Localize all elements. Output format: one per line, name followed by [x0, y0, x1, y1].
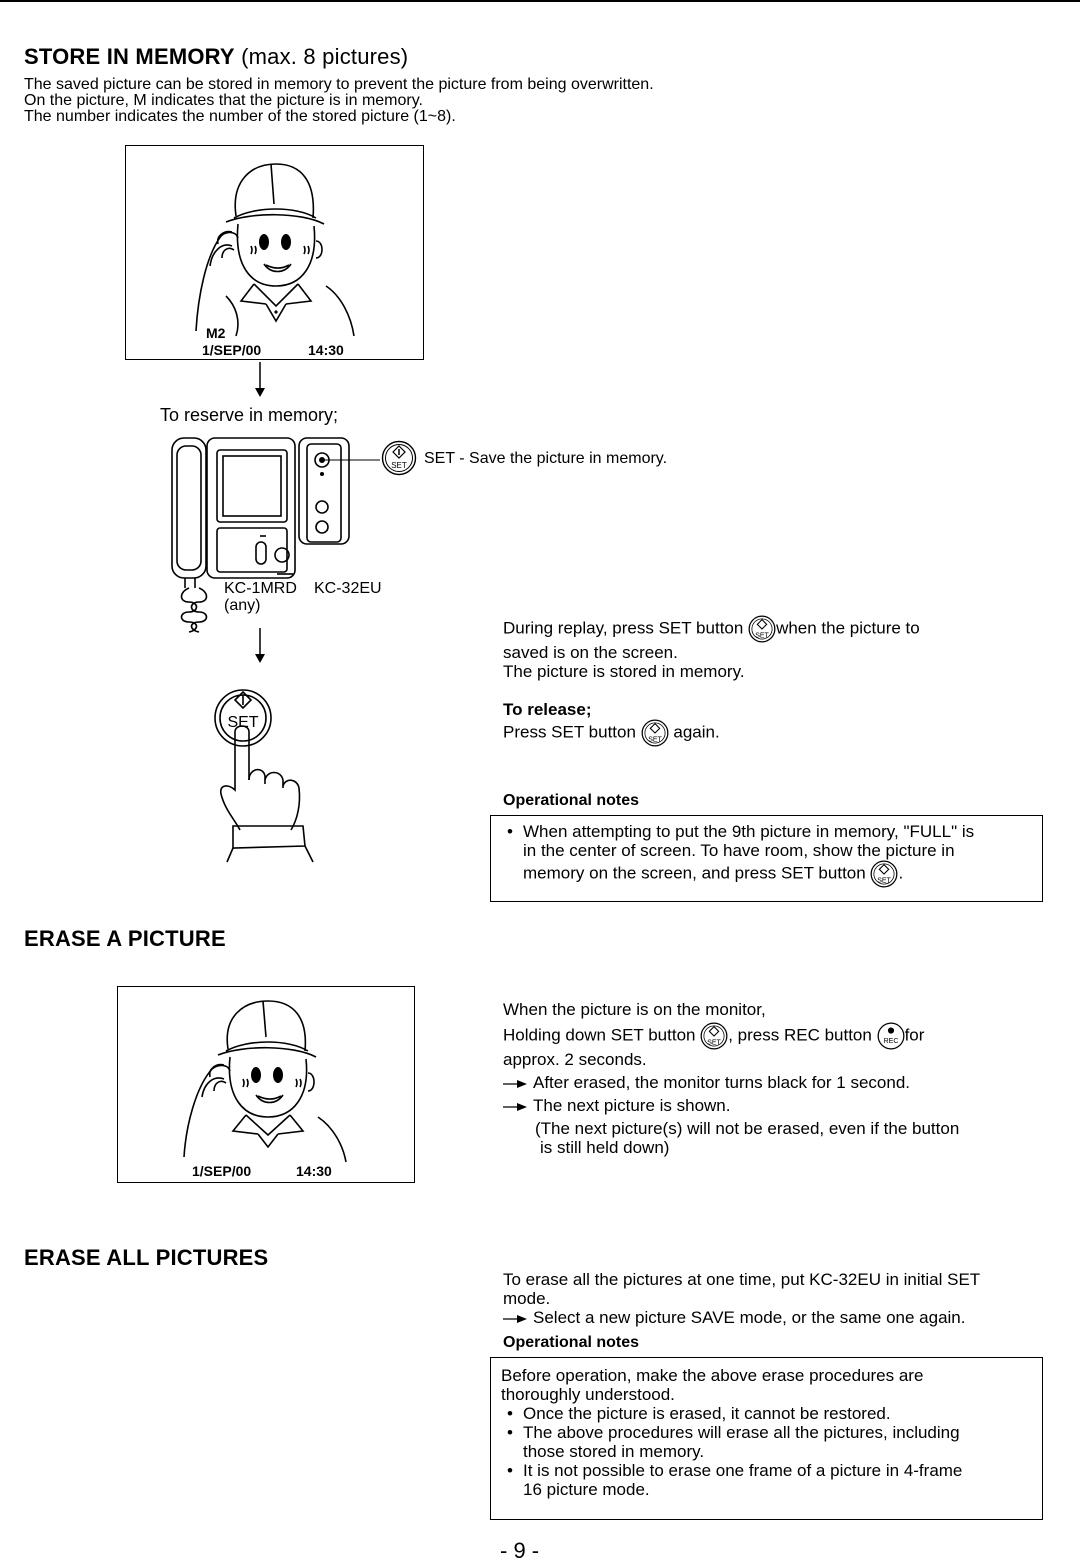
set-button-icon: SET	[381, 440, 417, 476]
boy-illustration	[183, 1000, 347, 1163]
screen-date: 1/SEP/00	[202, 342, 262, 358]
rec-button-icon: REC	[877, 1022, 905, 1050]
set-button-icon: SET	[748, 615, 776, 643]
note-line: those stored in memory.	[523, 1442, 705, 1461]
reserve-label: To reserve in memory;	[160, 405, 339, 425]
erase-one-step: (The next picture(s) will not be erased,…	[535, 1119, 960, 1138]
note-line: in the center of screen. To have room, s…	[523, 841, 955, 860]
section-title-erase-all: ERASE ALL PICTURES	[24, 1245, 269, 1270]
erase-all-line: To erase all the pictures at one time, p…	[503, 1270, 981, 1289]
set-button-icon: SET	[870, 860, 898, 888]
down-arrow	[255, 362, 265, 397]
boy-illustration	[195, 163, 355, 337]
screen-time: 14:30	[308, 342, 344, 358]
notes-title: Operational notes	[503, 1334, 640, 1351]
note-line: It is not possible to erase one frame of…	[523, 1461, 963, 1480]
note-line-end: .	[898, 863, 904, 883]
note-bullet: The above procedures will erase all the …	[501, 1423, 1032, 1461]
erase-one-instructions: When the picture is on the monitor, Hold…	[503, 1000, 1043, 1157]
notes-title: Operational notes	[503, 792, 640, 809]
erase-one-line: Holding down SET button	[503, 1025, 696, 1045]
set-button-icon: SET	[700, 1022, 728, 1050]
erase-one-line: , press REC button	[728, 1025, 872, 1045]
erase-one-line: for	[904, 1025, 925, 1045]
erase-one-step: After erased, the monitor turns black fo…	[533, 1073, 911, 1092]
set-callout-text: SET - Save the picture in memory.	[424, 450, 668, 467]
erase-all-instructions: To erase all the pictures at one time, p…	[503, 1270, 1063, 1327]
intro-line: The saved picture can be stored in memor…	[24, 76, 654, 93]
top-rule	[0, 0, 1080, 2]
intro-line: The number indicates the number of the s…	[24, 108, 456, 125]
svg-text:SET: SET	[391, 461, 407, 470]
notes-box-erase-all: Before operation, make the above erase p…	[490, 1357, 1043, 1520]
svg-text:REC: REC	[883, 1038, 898, 1045]
note-line: When attempting to put the 9th picture i…	[523, 822, 975, 841]
erase-one-step: is still held down)	[540, 1138, 670, 1157]
store-intro: The saved picture can be stored in memor…	[24, 77, 1024, 125]
note-bullet: When attempting to put the 9th picture i…	[501, 822, 1032, 888]
intercom-device-illustration	[171, 437, 380, 633]
down-arrow	[255, 628, 265, 663]
replay-text: The picture is stored in memory.	[503, 662, 745, 681]
right-arrow-icon	[503, 1079, 527, 1089]
store-title: STORE IN MEMORY	[24, 44, 235, 69]
section-title-erase-one: ERASE A PICTURE	[24, 926, 226, 951]
set-button-icon: SET	[641, 719, 669, 747]
release-title: To release;	[503, 700, 592, 719]
release-text-line: Press SET button	[503, 722, 636, 742]
erase-one-line: When the picture is on the monitor,	[503, 1000, 766, 1019]
right-arrow-icon	[503, 1314, 527, 1324]
release-text-line: again.	[673, 722, 720, 742]
svg-text:SET: SET	[648, 737, 662, 744]
replay-explanation: During replay, press SET button SET when…	[503, 615, 1023, 681]
page-number: - 9 -	[500, 1538, 540, 1563]
replay-text: During replay, press SET button	[503, 618, 744, 638]
press-set-illustration: SET	[214, 689, 314, 863]
erase-all-line: mode.	[503, 1289, 551, 1308]
note-intro: thoroughly understood.	[501, 1385, 675, 1404]
note-line: memory on the screen, and press SET butt…	[523, 863, 866, 883]
svg-text:SET: SET	[707, 1040, 721, 1047]
replay-text: saved is on the screen.	[503, 643, 678, 662]
screen-time: 14:30	[296, 1163, 332, 1179]
monitor-screen-stored: M2 1/SEP/00 14:30	[125, 145, 424, 360]
note-line: The above procedures will erase all the …	[523, 1423, 960, 1442]
svg-text:SET: SET	[227, 714, 258, 731]
store-title-suffix: (max. 8 pictures)	[234, 44, 409, 69]
monitor-screen-erase: 1/SEP/00 14:30	[117, 986, 415, 1183]
note-line: 16 picture mode.	[523, 1480, 650, 1499]
notes-box-store: When attempting to put the 9th picture i…	[490, 815, 1043, 902]
replay-text: when the picture to	[776, 618, 920, 638]
erase-one-line: approx. 2 seconds.	[503, 1050, 647, 1069]
screen-date: 1/SEP/00	[192, 1163, 252, 1179]
svg-text:SET: SET	[755, 633, 769, 640]
note-bullet: It is not possible to erase one frame of…	[501, 1461, 1032, 1499]
intro-line: On the picture, M indicates that the pic…	[24, 92, 423, 109]
model-label-kc32eu: KC-32EU	[314, 580, 382, 597]
model-label-any: (any)	[224, 597, 261, 614]
right-arrow-icon	[503, 1102, 527, 1112]
set-callout: SET	[381, 440, 417, 476]
release-text: Press SET button SET again.	[503, 719, 903, 747]
erase-all-step: Select a new picture SAVE mode, or the s…	[533, 1308, 966, 1327]
note-intro: Before operation, make the above erase p…	[501, 1366, 924, 1385]
note-bullet: Once the picture is erased, it cannot be…	[501, 1404, 1032, 1423]
section-title-store: STORE IN MEMORY (max. 8 pictures)	[24, 44, 408, 70]
svg-text:SET: SET	[878, 878, 892, 885]
model-label-kc1mrd: KC-1MRD	[224, 580, 297, 597]
note-line: Once the picture is erased, it cannot be…	[523, 1404, 891, 1423]
memory-indicator: M2	[206, 325, 226, 341]
erase-one-step: The next picture is shown.	[533, 1096, 731, 1115]
